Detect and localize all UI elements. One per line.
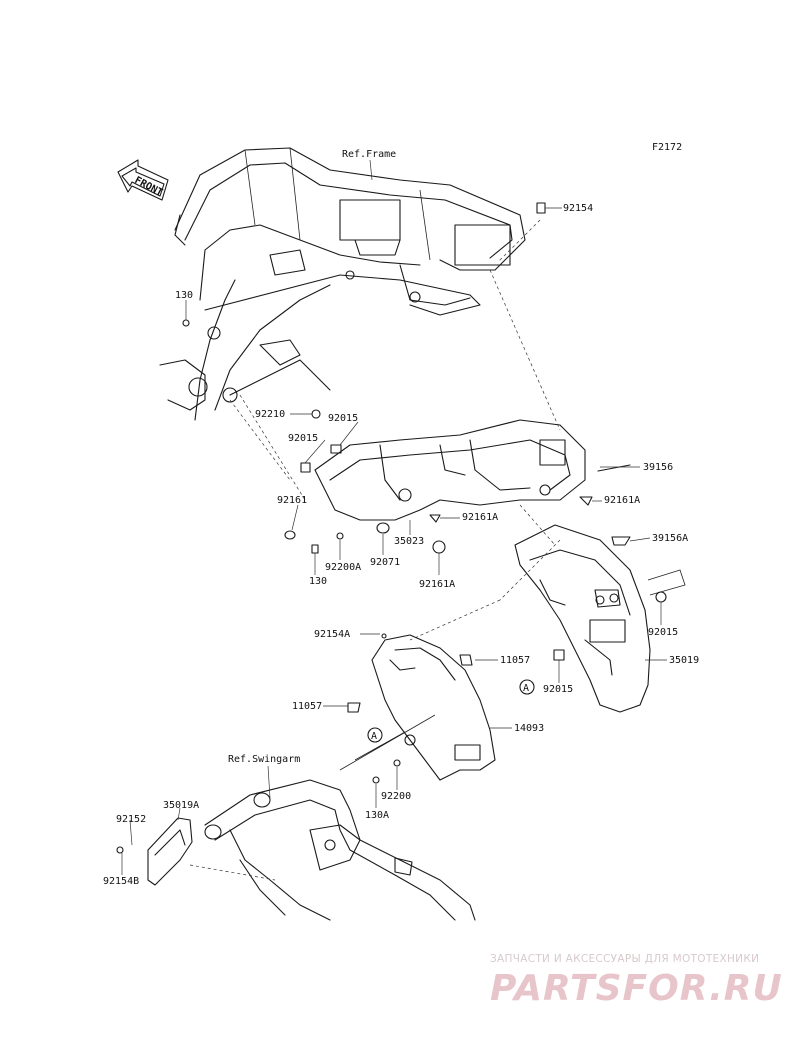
callout-92210: 92210: [255, 409, 285, 420]
watermark: ЗАПЧАСТИ И АКСЕССУАРЫ ДЛЯ МОТОТЕХНИКИ PA…: [490, 953, 783, 1009]
callout-39156: 39156: [643, 462, 673, 473]
callout-92161: 92161: [277, 495, 307, 506]
callout-130A: 130A: [365, 810, 389, 821]
callout-11057: 11057: [292, 701, 322, 712]
callout-35023: 35023: [394, 536, 424, 547]
callout-92161A: 92161A: [462, 512, 498, 523]
rear-fender-35019: [514, 524, 686, 713]
callout-92161A: 92161A: [419, 579, 455, 590]
inner-fender-35023: [314, 419, 586, 521]
front-arrow-label: FRONT: [133, 175, 165, 199]
callout-92161A: 92161A: [604, 495, 640, 506]
callout-130: 130: [309, 576, 327, 587]
watermark-brand: PARTSFOR.RU: [490, 968, 783, 1009]
swingarm-illustration: Ref.Swingarm: [204, 754, 476, 921]
leader-lines: [121, 207, 667, 881]
callout-labels: 92154 130 92210 92015 92015 39156 92161A…: [103, 203, 699, 887]
front-direction-arrow: FRONT: [117, 159, 169, 201]
callout-92152: 92152: [116, 814, 146, 825]
callout-14093: 14093: [514, 723, 544, 734]
callout-92015: 92015: [328, 413, 358, 424]
callout-130: 130: [175, 290, 193, 301]
callout-35019A: 35019A: [163, 800, 199, 811]
callout-92071: 92071: [370, 557, 400, 568]
ref-frame-label: Ref.Frame: [342, 149, 396, 160]
callout-35019: 35019: [669, 655, 699, 666]
watermark-tagline: ЗАПЧАСТИ И АКСЕССУАРЫ ДЛЯ МОТОТЕХНИКИ: [490, 953, 759, 965]
callout-92015: 92015: [543, 684, 573, 695]
callout-92015: 92015: [288, 433, 318, 444]
callout-92015: 92015: [648, 627, 678, 638]
callout-92200A: 92200A: [325, 562, 361, 573]
marker-a-left: A: [339, 714, 436, 771]
ref-swingarm-label: Ref.Swingarm: [228, 754, 300, 765]
callout-39156A: 39156A: [652, 533, 688, 544]
callout-92154A: 92154A: [314, 629, 350, 640]
diagram-code: F2172: [652, 142, 682, 153]
chain-guard-35019A: [116, 817, 193, 886]
callout-92154B: 92154B: [103, 876, 139, 887]
marker-a-right: A: [519, 679, 535, 695]
callout-11057: 11057: [500, 655, 530, 666]
rear-flap-14093: [347, 633, 496, 784]
callout-92154: 92154: [563, 203, 593, 214]
svg-text:A: A: [523, 683, 529, 694]
callout-92200: 92200: [381, 791, 411, 802]
svg-text:A: A: [371, 731, 377, 742]
main-frame-illustration: Ref.Frame: [159, 147, 526, 421]
